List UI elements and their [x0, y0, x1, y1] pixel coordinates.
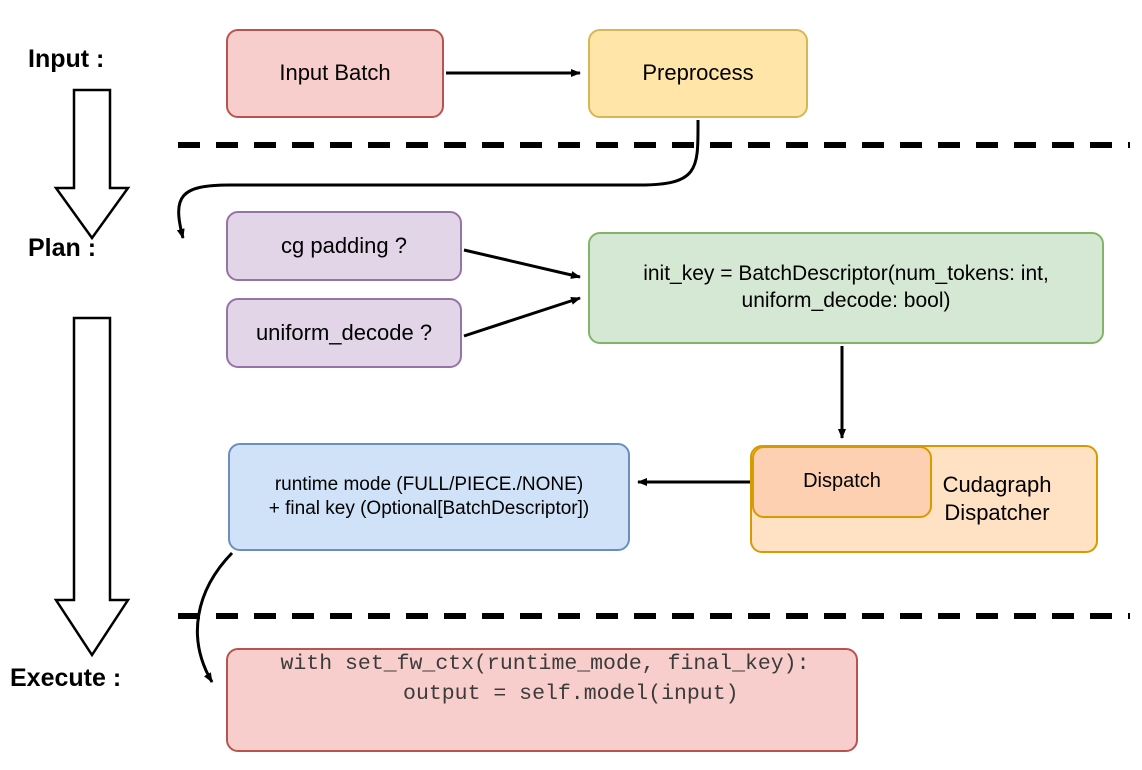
- node-init-key-line2: uniform_decode: bool): [741, 289, 951, 312]
- node-init-key[interactable]: init_key = BatchDescriptor(num_tokens: i…: [588, 232, 1104, 344]
- node-code-block[interactable]: with set_fw_ctx(runtime_mode, final_key)…: [226, 648, 858, 752]
- edge-uniform-decode-to-init-key: [463, 296, 581, 338]
- node-cg-padding-label: cg padding ?: [281, 232, 407, 258]
- node-code-block-line1: with set_fw_ctx(runtime_mode, final_key)…: [280, 652, 810, 676]
- node-cudagraph-dispatcher-line2: Dispatcher: [944, 500, 1050, 525]
- node-uniform-decode-label: uniform_decode ?: [255, 319, 433, 345]
- node-runtime-mode-line2: + final key (Optional[BatchDescriptor]): [268, 498, 590, 519]
- edge-cg-padding-to-init-key: [463, 248, 581, 279]
- node-cudagraph-dispatcher-line1: Cudagraph: [942, 471, 1052, 497]
- node-dispatch[interactable]: Dispatch: [752, 446, 932, 518]
- node-preprocess[interactable]: Preprocess: [588, 29, 808, 118]
- node-uniform-decode[interactable]: uniform_decode ?: [226, 298, 462, 368]
- node-cg-padding[interactable]: cg padding ?: [226, 211, 462, 281]
- stage-label-input: Input :: [28, 45, 105, 73]
- node-code-block-line2: output = self.model(input): [351, 681, 739, 706]
- node-input-batch-label: Input Batch: [279, 60, 391, 86]
- plan-to-execute-arrow: [53, 316, 131, 658]
- node-runtime-mode[interactable]: runtime mode (FULL/PIECE./NONE) + final …: [228, 443, 630, 551]
- node-input-batch[interactable]: Input Batch: [226, 29, 444, 118]
- node-init-key-line1: init_key = BatchDescriptor(num_tokens: i…: [643, 262, 1049, 286]
- node-dispatch-label: Dispatch: [803, 470, 881, 493]
- input-to-plan-arrow: [53, 88, 131, 241]
- stage-label-execute: Execute :: [10, 664, 122, 692]
- node-runtime-mode-line1: runtime mode (FULL/PIECE./NONE): [274, 473, 584, 495]
- node-cudagraph-dispatcher-text: Cudagraph Dispatcher: [914, 471, 1096, 527]
- node-preprocess-label: Preprocess: [642, 60, 754, 86]
- stage-label-plan: Plan :: [28, 234, 97, 262]
